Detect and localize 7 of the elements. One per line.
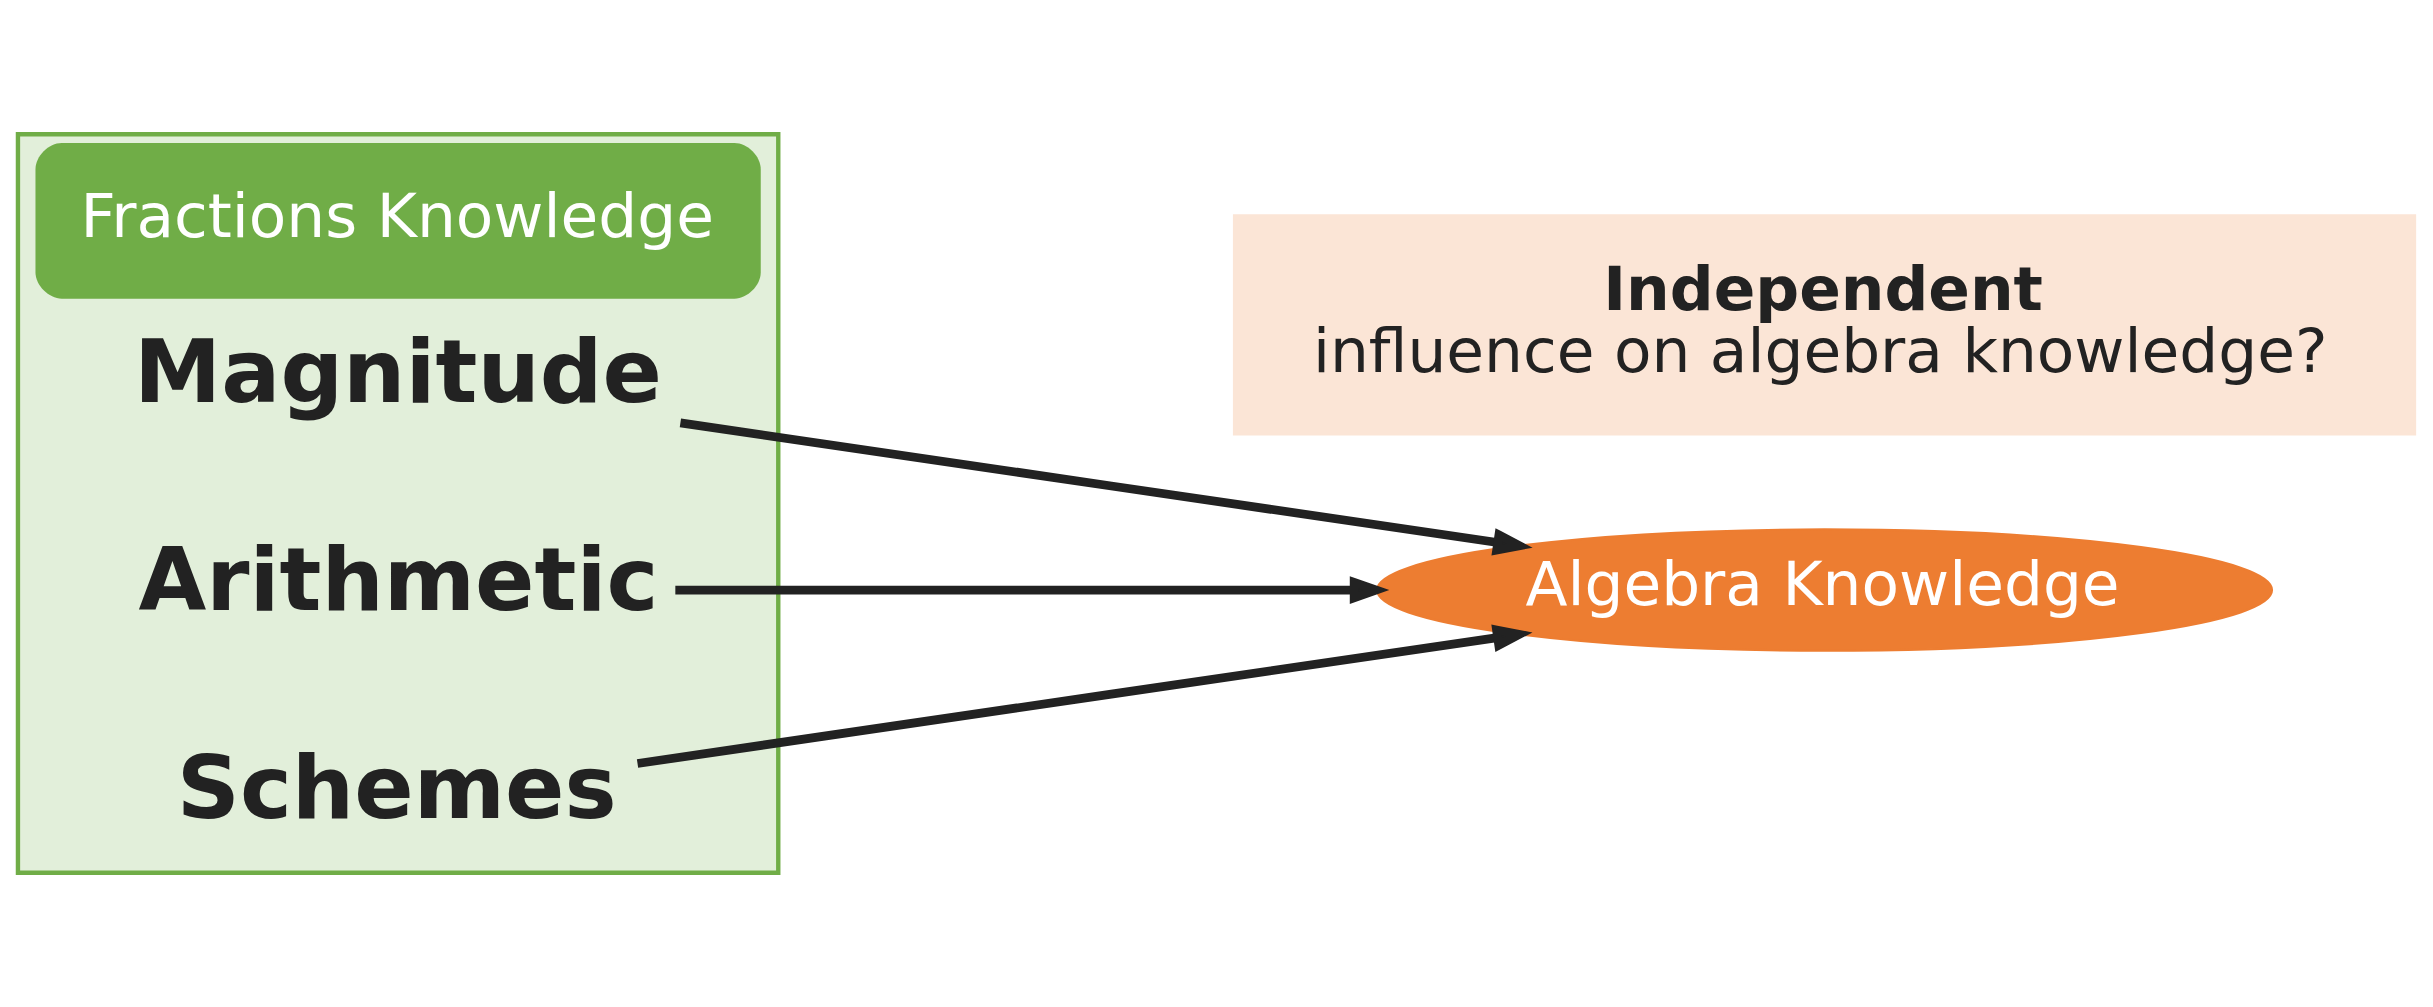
node-text: Magnitude [134,320,662,423]
node-box: Independent influence on algebra knowledge? [1232,214,2417,436]
node-text: Schemes [176,736,617,839]
arrow [636,624,1533,768]
node-text: Arithmetic [138,528,659,631]
arrow [679,418,1533,556]
arrow [675,576,1390,604]
